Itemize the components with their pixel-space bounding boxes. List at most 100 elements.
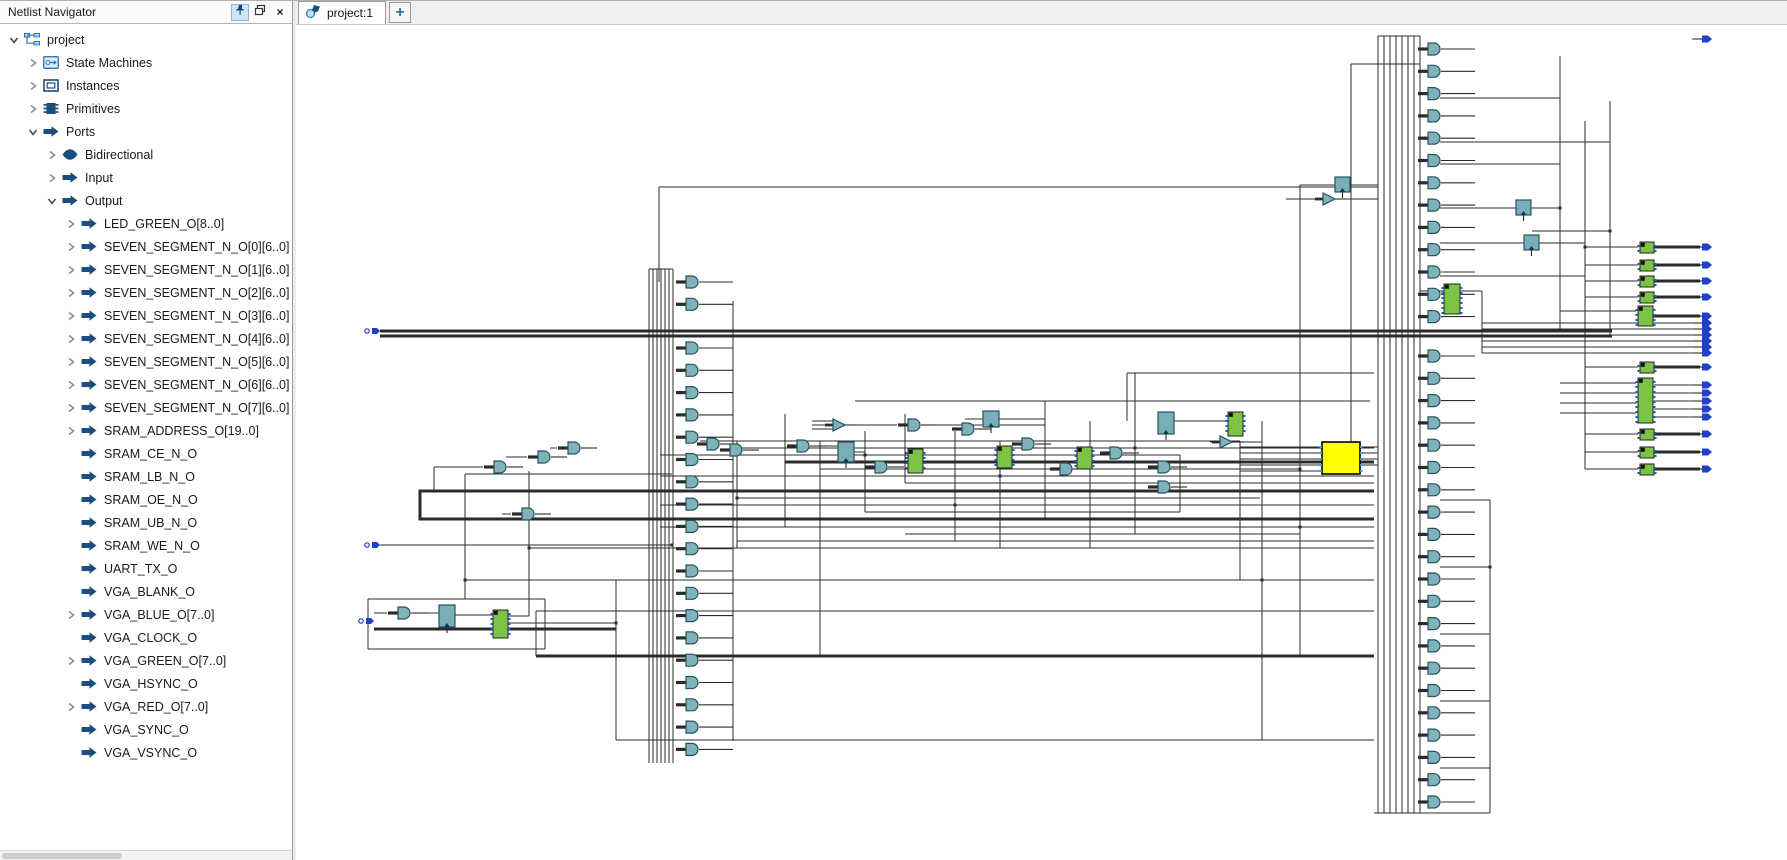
and-gate[interactable] bbox=[558, 441, 597, 455]
input-port-icon[interactable] bbox=[364, 328, 380, 334]
output-port-icon[interactable] bbox=[1694, 261, 1712, 269]
tree-item[interactable]: SEVEN_SEGMENT_N_O[5][6..0] bbox=[0, 350, 292, 373]
and-gate[interactable] bbox=[1418, 87, 1475, 101]
output-port-icon[interactable] bbox=[1694, 381, 1712, 389]
and-gate[interactable] bbox=[676, 675, 733, 690]
ram-block[interactable] bbox=[1637, 291, 1657, 304]
and-gate[interactable] bbox=[1418, 131, 1475, 145]
and-gate[interactable] bbox=[676, 475, 733, 489]
and-gate[interactable] bbox=[676, 542, 733, 556]
buffer-gate[interactable] bbox=[825, 418, 857, 432]
tree-item[interactable]: State Machines bbox=[0, 51, 292, 74]
register-block[interactable] bbox=[1523, 234, 1540, 256]
register-block[interactable] bbox=[1157, 411, 1175, 440]
and-gate[interactable] bbox=[484, 460, 523, 474]
chevron-right-icon[interactable] bbox=[63, 262, 78, 277]
and-gate[interactable] bbox=[1418, 683, 1475, 698]
tab-project-1[interactable]: project:1 bbox=[298, 1, 387, 24]
output-port-icon[interactable] bbox=[1694, 389, 1712, 397]
chevron-right-icon[interactable] bbox=[63, 653, 78, 668]
tree-item[interactable]: VGA_RED_O[7..0] bbox=[0, 695, 292, 718]
chevron-right-icon[interactable] bbox=[63, 423, 78, 438]
and-gate[interactable] bbox=[1418, 483, 1475, 497]
output-port-icon[interactable] bbox=[1694, 343, 1712, 351]
ram-block[interactable] bbox=[1637, 463, 1657, 476]
scrollbar-thumb[interactable] bbox=[2, 853, 122, 859]
and-gate[interactable] bbox=[1418, 728, 1475, 742]
output-port-icon[interactable] bbox=[1694, 277, 1712, 285]
tree-item[interactable]: VGA_SYNC_O bbox=[0, 718, 292, 741]
and-gate[interactable] bbox=[1418, 109, 1475, 123]
input-port-icon[interactable] bbox=[364, 542, 380, 548]
close-button[interactable]: × bbox=[271, 4, 289, 21]
output-port-icon[interactable] bbox=[1694, 349, 1712, 357]
tree-item[interactable]: SRAM_UB_N_O bbox=[0, 511, 292, 534]
ram-block[interactable] bbox=[1635, 377, 1656, 424]
register-block[interactable] bbox=[438, 604, 456, 633]
and-gate[interactable] bbox=[676, 609, 733, 623]
ram-block[interactable] bbox=[490, 609, 511, 639]
chevron-right-icon[interactable] bbox=[63, 308, 78, 323]
tree-item[interactable]: Ports bbox=[0, 120, 292, 143]
and-gate[interactable] bbox=[1418, 42, 1475, 56]
and-gate[interactable] bbox=[676, 698, 733, 712]
and-gate[interactable] bbox=[1418, 594, 1475, 608]
tree-item[interactable]: SRAM_ADDRESS_O[19..0] bbox=[0, 419, 292, 442]
and-gate[interactable] bbox=[1100, 446, 1139, 460]
and-gate[interactable] bbox=[676, 631, 733, 645]
float-button[interactable] bbox=[251, 4, 269, 21]
output-port-icon[interactable] bbox=[1694, 293, 1712, 301]
chevron-right-icon[interactable] bbox=[63, 354, 78, 369]
output-port-icon[interactable] bbox=[1694, 465, 1712, 473]
register-block[interactable] bbox=[837, 441, 855, 468]
chevron-down-icon[interactable] bbox=[44, 193, 59, 208]
and-gate[interactable] bbox=[1418, 243, 1475, 257]
buffer-gate[interactable] bbox=[1212, 435, 1244, 449]
and-gate[interactable] bbox=[952, 422, 991, 436]
tree-item[interactable]: VGA_BLANK_O bbox=[0, 580, 292, 603]
ram-block[interactable] bbox=[1635, 305, 1656, 327]
ram-block[interactable] bbox=[1637, 428, 1657, 441]
and-gate[interactable] bbox=[1418, 349, 1475, 363]
and-gate[interactable] bbox=[676, 564, 733, 578]
and-gate[interactable] bbox=[676, 519, 733, 533]
ram-block[interactable] bbox=[1637, 275, 1657, 288]
and-gate[interactable] bbox=[676, 275, 733, 289]
chevron-right-icon[interactable] bbox=[63, 331, 78, 346]
tree-item[interactable]: Output bbox=[0, 189, 292, 212]
and-gate[interactable] bbox=[865, 460, 904, 474]
and-gate[interactable] bbox=[676, 363, 733, 377]
and-gate[interactable] bbox=[1418, 153, 1475, 168]
tree-item[interactable]: SRAM_LB_N_O bbox=[0, 465, 292, 488]
tree-item[interactable]: LED_GREEN_O[8..0] bbox=[0, 212, 292, 235]
and-gate[interactable] bbox=[787, 439, 826, 453]
and-gate[interactable] bbox=[1418, 438, 1475, 452]
chevron-down-icon[interactable] bbox=[6, 32, 21, 47]
chevron-right-icon[interactable] bbox=[63, 216, 78, 231]
and-gate[interactable] bbox=[676, 297, 733, 311]
output-port-icon[interactable] bbox=[1694, 448, 1712, 456]
tree-item[interactable]: SRAM_CE_N_O bbox=[0, 442, 292, 465]
tree-item[interactable]: VGA_CLOCK_O bbox=[0, 626, 292, 649]
chevron-right-icon[interactable] bbox=[25, 101, 40, 116]
register-block[interactable] bbox=[1515, 199, 1532, 221]
output-port-icon[interactable] bbox=[1694, 331, 1712, 339]
pin-button[interactable] bbox=[231, 3, 249, 21]
and-gate[interactable] bbox=[1418, 706, 1475, 720]
tree-item[interactable]: UART_TX_O bbox=[0, 557, 292, 580]
and-gate[interactable] bbox=[1418, 773, 1475, 787]
tree-item[interactable]: VGA_VSYNC_O bbox=[0, 741, 292, 764]
and-gate[interactable] bbox=[720, 443, 759, 457]
output-port-icon[interactable] bbox=[1694, 312, 1712, 320]
tree-item[interactable]: SEVEN_SEGMENT_N_O[4][6..0] bbox=[0, 327, 292, 350]
ram-block[interactable] bbox=[1225, 411, 1246, 437]
and-gate[interactable] bbox=[1012, 437, 1051, 451]
ram-block[interactable] bbox=[994, 445, 1015, 469]
and-gate[interactable] bbox=[1050, 462, 1089, 476]
and-gate[interactable] bbox=[1418, 639, 1475, 653]
and-gate[interactable] bbox=[1418, 550, 1475, 564]
output-port-icon[interactable] bbox=[1694, 363, 1712, 371]
tree-item[interactable]: Primitives bbox=[0, 97, 292, 120]
and-gate[interactable] bbox=[512, 507, 551, 521]
and-gate[interactable] bbox=[1418, 394, 1475, 408]
